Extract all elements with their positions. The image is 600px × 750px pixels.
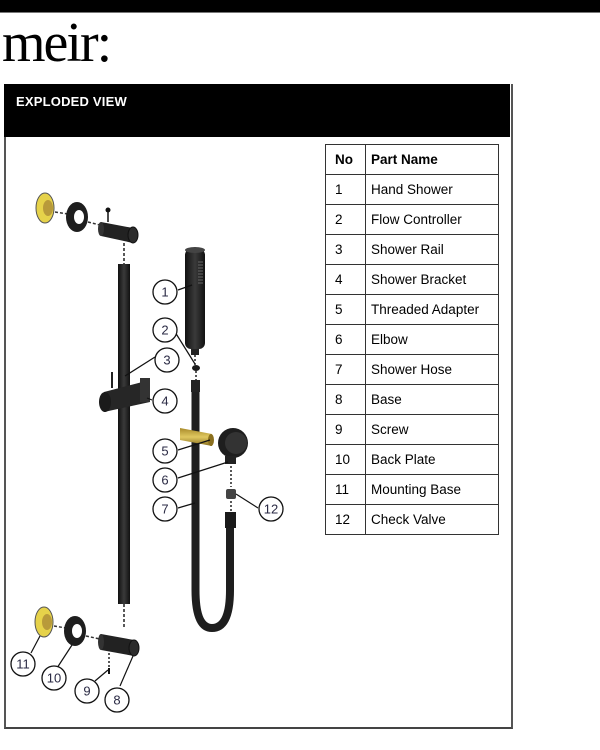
cell-no: 2 <box>325 204 366 235</box>
cell-no: 12 <box>325 504 366 535</box>
cell-name: Mounting Base <box>365 474 499 505</box>
svg-text:5: 5 <box>161 444 168 459</box>
cell-name: Shower Hose <box>365 354 499 385</box>
callout-4: 4 <box>152 388 178 414</box>
svg-text:3: 3 <box>163 353 170 368</box>
cell-name: Elbow <box>365 324 499 355</box>
svg-text:11: 11 <box>16 657 30 672</box>
callout-12: 12 <box>258 496 284 522</box>
callout-11: 11 <box>10 651 36 677</box>
callout-3: 3 <box>154 347 180 373</box>
cell-no: 5 <box>325 294 366 325</box>
cell-name: Hand Shower <box>365 174 499 205</box>
cell-name: Screw <box>365 414 499 445</box>
cell-no: 1 <box>325 174 366 205</box>
cell-name: Shower Rail <box>365 234 499 265</box>
cell-no: 3 <box>325 234 366 265</box>
cell-no: 9 <box>325 414 366 445</box>
cell-no: 4 <box>325 264 366 295</box>
exploded-diagram: 1 2 3 4 5 6 7 12 11 10 9 8 <box>10 192 284 713</box>
callout-10: 10 <box>41 665 67 691</box>
svg-text:2: 2 <box>161 323 168 338</box>
cell-name: Flow Controller <box>365 204 499 235</box>
svg-text:10: 10 <box>47 671 61 686</box>
cell-name: Threaded Adapter <box>365 294 499 325</box>
callout-1: 1 <box>152 279 178 305</box>
cell-name: Back Plate <box>365 444 499 475</box>
callout-7: 7 <box>152 496 178 522</box>
callout-2: 2 <box>152 317 178 343</box>
header-no: No <box>325 144 366 175</box>
svg-text:8: 8 <box>113 693 120 708</box>
svg-text:6: 6 <box>161 473 168 488</box>
svg-text:9: 9 <box>83 684 90 699</box>
cell-no: 7 <box>325 354 366 385</box>
cell-no: 11 <box>325 474 366 505</box>
top-base <box>98 207 139 244</box>
cell-no: 10 <box>325 444 366 475</box>
callout-8: 8 <box>104 687 130 713</box>
check-valve <box>226 489 236 499</box>
elbow <box>218 428 248 464</box>
callout-5: 5 <box>152 438 178 464</box>
cell-name: Base <box>365 384 499 415</box>
brand-logo: meir: <box>2 12 112 74</box>
exploded-view-frame <box>4 84 513 729</box>
svg-text:12: 12 <box>264 502 278 517</box>
bottom-base <box>98 634 140 657</box>
hand-shower <box>185 247 205 355</box>
shower-hose <box>191 380 236 633</box>
top-back-plate <box>66 202 88 232</box>
bottom-back-plate <box>64 616 86 646</box>
svg-text:4: 4 <box>161 394 168 409</box>
svg-text:7: 7 <box>161 502 168 517</box>
cell-name: Shower Bracket <box>365 264 499 295</box>
shower-bracket <box>99 372 150 412</box>
callout-6: 6 <box>152 467 178 493</box>
top-mounting-base <box>35 192 55 224</box>
shower-rail <box>118 264 130 604</box>
bottom-mounting-base <box>34 606 54 638</box>
top-bar <box>0 0 600 13</box>
table-header-row: No Part Name <box>325 144 499 175</box>
section-header: EXPLODED VIEW <box>4 84 510 137</box>
callout-9: 9 <box>74 678 100 704</box>
cell-no: 8 <box>325 384 366 415</box>
header-part-name: Part Name <box>365 144 499 175</box>
flow-controller <box>192 365 200 371</box>
cell-no: 6 <box>325 324 366 355</box>
svg-text:1: 1 <box>161 285 168 300</box>
cell-name: Check Valve <box>365 504 499 535</box>
section-title: EXPLODED VIEW <box>16 94 127 109</box>
